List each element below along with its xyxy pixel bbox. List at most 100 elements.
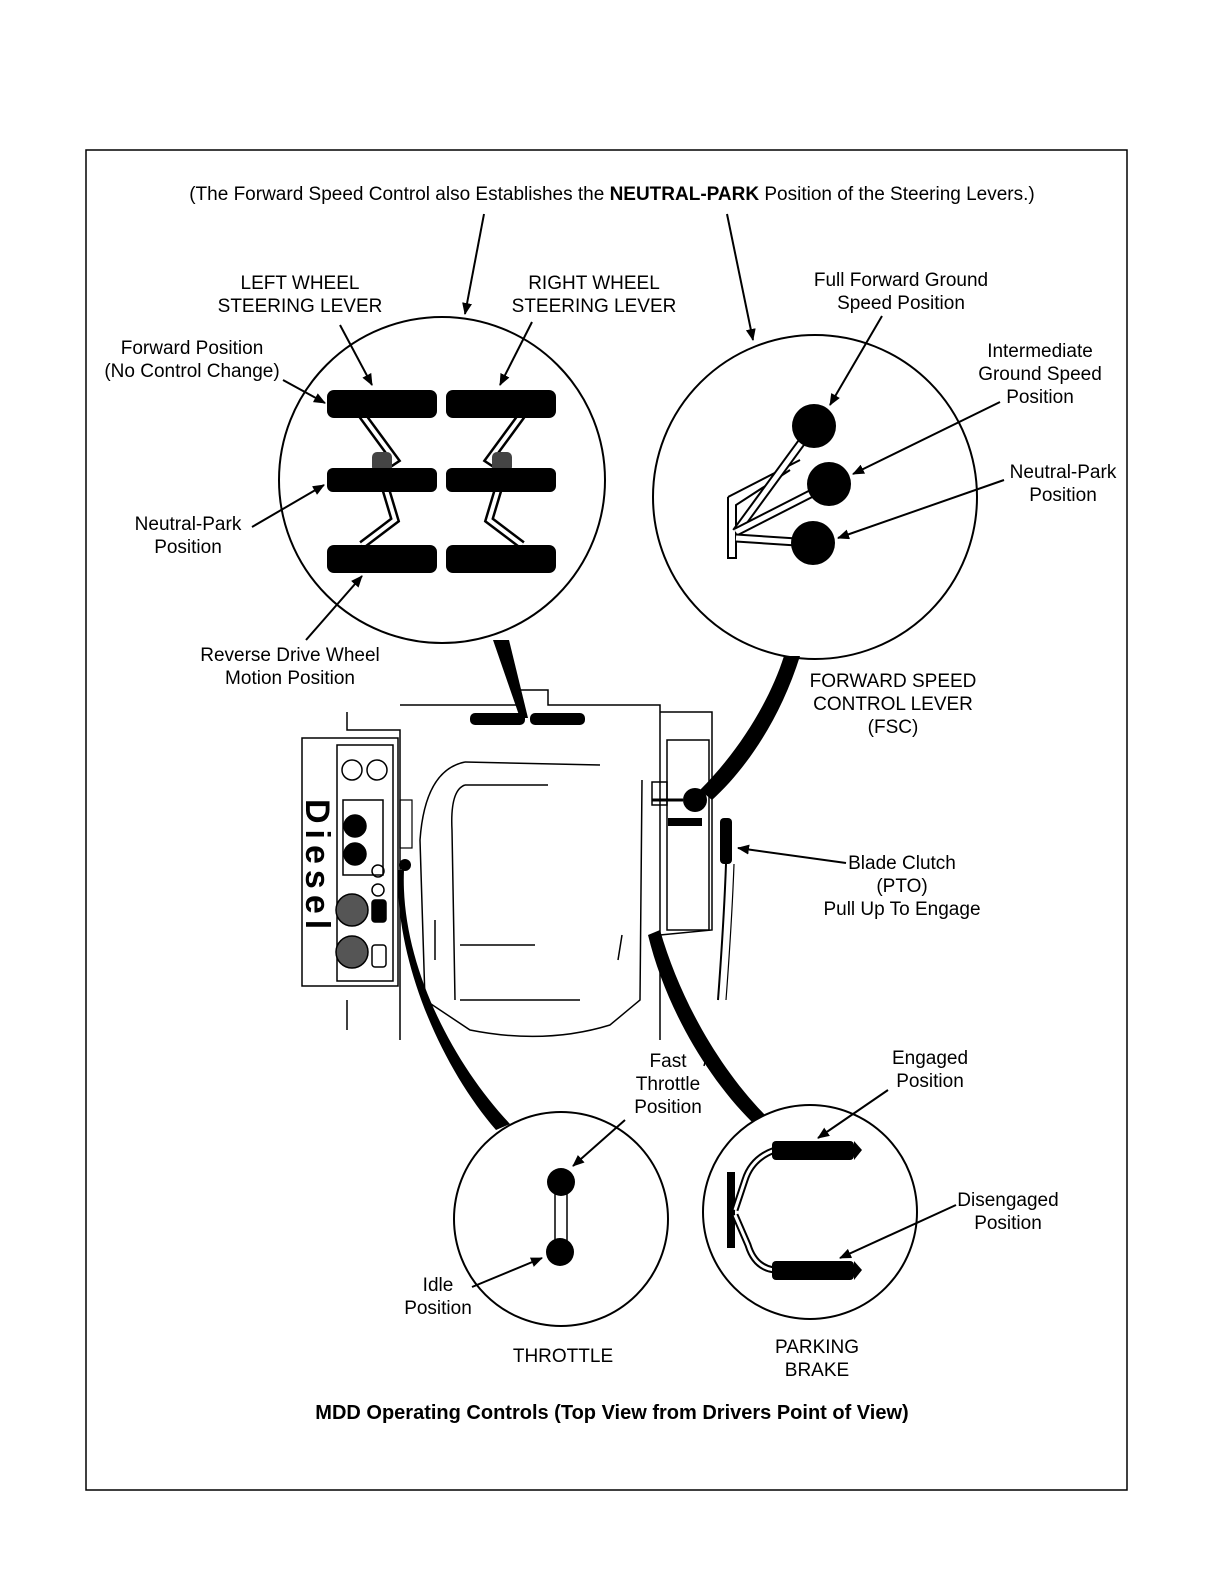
parking-brake-detail — [702, 1104, 918, 1320]
machine-top-view — [301, 689, 713, 1040]
left-lever-forward — [327, 390, 437, 418]
right-wheel-lever-line1: RIGHT WHEEL — [528, 273, 660, 294]
fsc-intermediate-arrow — [852, 401, 1001, 475]
brake-callout-wedge — [648, 930, 768, 1122]
brake-engaged-handle — [772, 1141, 854, 1160]
forward-position-line2: (No Control Change) — [104, 361, 280, 382]
right-wheel-lever-line2: STEERING LEVER — [511, 296, 677, 317]
note-arrow-left — [462, 213, 485, 315]
left-wheel-lever-line2: STEERING LEVER — [217, 296, 383, 317]
header-note-end: Position of the Steering Levers.) — [759, 184, 1035, 205]
disengaged-position-line2: Position — [974, 1213, 1042, 1234]
reverse-position-label: Reverse Drive Wheel Motion Position — [180, 644, 400, 690]
engaged-position-line2: Position — [896, 1071, 964, 1092]
left-lever-reverse — [327, 545, 437, 573]
disengaged-position-label: Disengaged Position — [943, 1189, 1073, 1235]
idle-position-label: Idle Position — [388, 1274, 488, 1320]
intermediate-speed-line2: Ground Speed — [978, 364, 1102, 385]
left-lever-neutral — [327, 468, 437, 492]
fast-throttle-arrow — [572, 1119, 626, 1167]
steering-neutral-label: Neutral-Park Position — [118, 513, 258, 559]
steering-neutral-line1: Neutral-Park — [134, 514, 242, 535]
engaged-position-line1: Engaged — [891, 1048, 969, 1069]
fsc-neutral-line1: Neutral-Park — [1009, 462, 1117, 483]
throttle-title-text: THROTTLE — [512, 1346, 614, 1367]
header-note-start: (The Forward Speed Control also Establis… — [189, 184, 610, 205]
left-wheel-lever-line1: LEFT WHEEL — [240, 273, 360, 294]
throttle-fast-knob — [547, 1168, 575, 1196]
throttle-title: THROTTLE — [463, 1345, 663, 1368]
figure-caption: MDD Operating Controls (Top View from Dr… — [315, 1402, 909, 1424]
idle-position-line1: Idle — [422, 1275, 454, 1296]
fsc-callout-wedge — [700, 656, 800, 800]
intermediate-speed-line1: Intermediate — [987, 341, 1093, 362]
header-note: (The Forward Speed Control also Establis… — [0, 184, 1224, 206]
reverse-position-arrow — [305, 575, 363, 641]
console-right-lever — [530, 713, 585, 725]
parking-brake-title-line1: PARKING — [774, 1337, 860, 1358]
steering-neutral-line2: Position — [154, 537, 222, 558]
parking-brake-title-line2: BRAKE — [784, 1360, 850, 1381]
steering-callout-wedge — [493, 640, 528, 718]
parking-brake-title: PARKING BRAKE — [737, 1336, 897, 1382]
fsc-knob-intermediate — [807, 462, 851, 506]
intermediate-speed-line3: Position — [1006, 387, 1074, 408]
fsc-full-arrow — [829, 315, 883, 406]
brake-disengaged-handle — [772, 1261, 854, 1280]
page-frame — [85, 149, 1128, 1491]
blade-clutch-line3: Pull Up To Engage — [823, 899, 981, 920]
idle-arrow — [471, 1257, 543, 1288]
right-lever-arrow — [499, 321, 533, 386]
note-arrow-right — [726, 213, 756, 341]
disengaged-position-line1: Disengaged — [957, 1190, 1059, 1211]
full-forward-label: Full Forward Ground Speed Position — [791, 269, 1011, 315]
intermediate-speed-label: Intermediate Ground Speed Position — [960, 340, 1120, 409]
fsc-knob-full — [792, 404, 836, 448]
idle-position-line2: Position — [404, 1298, 472, 1319]
forward-position-label: Forward Position (No Control Change) — [92, 337, 292, 383]
fsc-neutral-line2: Position — [1029, 485, 1097, 506]
forward-position-arrow — [282, 379, 326, 404]
full-forward-line2: Speed Position — [837, 293, 965, 314]
fsc-lever-line1: FORWARD SPEED — [809, 671, 977, 692]
console-throttle-knob — [399, 859, 411, 871]
left-wheel-lever-label: LEFT WHEEL STEERING LEVER — [200, 272, 400, 318]
diesel-panel-logo: Diesel — [298, 799, 336, 936]
blade-clutch-line2: (PTO) — [876, 876, 928, 897]
engaged-arrow — [817, 1089, 889, 1139]
engaged-position-label: Engaged Position — [870, 1047, 990, 1093]
right-lever-forward — [446, 390, 556, 418]
steering-levers-detail — [278, 316, 606, 644]
blade-clutch-line1: Blade Clutch — [848, 853, 956, 874]
fast-throttle-line3: Position — [634, 1097, 702, 1118]
right-lever-neutral — [446, 468, 556, 492]
fsc-lever-label: FORWARD SPEED CONTROL LEVER (FSC) — [783, 670, 1003, 739]
full-forward-line1: Full Forward Ground — [813, 270, 989, 291]
fsc-knob-neutral — [791, 521, 835, 565]
fsc-neutral-arrow — [837, 479, 1005, 540]
fsc-detail — [652, 334, 978, 660]
blade-clutch-arrow — [737, 844, 847, 864]
reverse-position-line2: Motion Position — [225, 668, 355, 689]
console-fsc-knob — [683, 788, 707, 812]
forward-position-line1: Forward Position — [120, 338, 264, 359]
console-parking-brake — [668, 818, 702, 826]
console-left-lever — [470, 713, 525, 725]
blade-clutch-label: Blade Clutch (PTO) Pull Up To Engage — [802, 852, 1002, 921]
blade-clutch-handle — [717, 818, 735, 1001]
reverse-position-line1: Reverse Drive Wheel — [200, 645, 380, 666]
fast-throttle-line2: Throttle — [635, 1074, 701, 1095]
fast-throttle-line1: Fast — [649, 1051, 687, 1072]
fsc-lever-line2: CONTROL LEVER — [813, 694, 973, 715]
neutral-position-arrow — [251, 484, 325, 528]
fast-throttle-label: Fast Throttle Position — [608, 1050, 728, 1119]
throttle-idle-knob — [546, 1238, 574, 1266]
right-wheel-lever-label: RIGHT WHEEL STEERING LEVER — [494, 272, 694, 318]
fsc-neutral-label: Neutral-Park Position — [993, 461, 1133, 507]
fsc-lever-line3: (FSC) — [867, 717, 919, 738]
header-note-bold: NEUTRAL-PARK — [609, 184, 760, 205]
gauge-cluster — [335, 759, 388, 969]
disengaged-arrow — [839, 1204, 957, 1259]
right-lever-reverse — [446, 545, 556, 573]
